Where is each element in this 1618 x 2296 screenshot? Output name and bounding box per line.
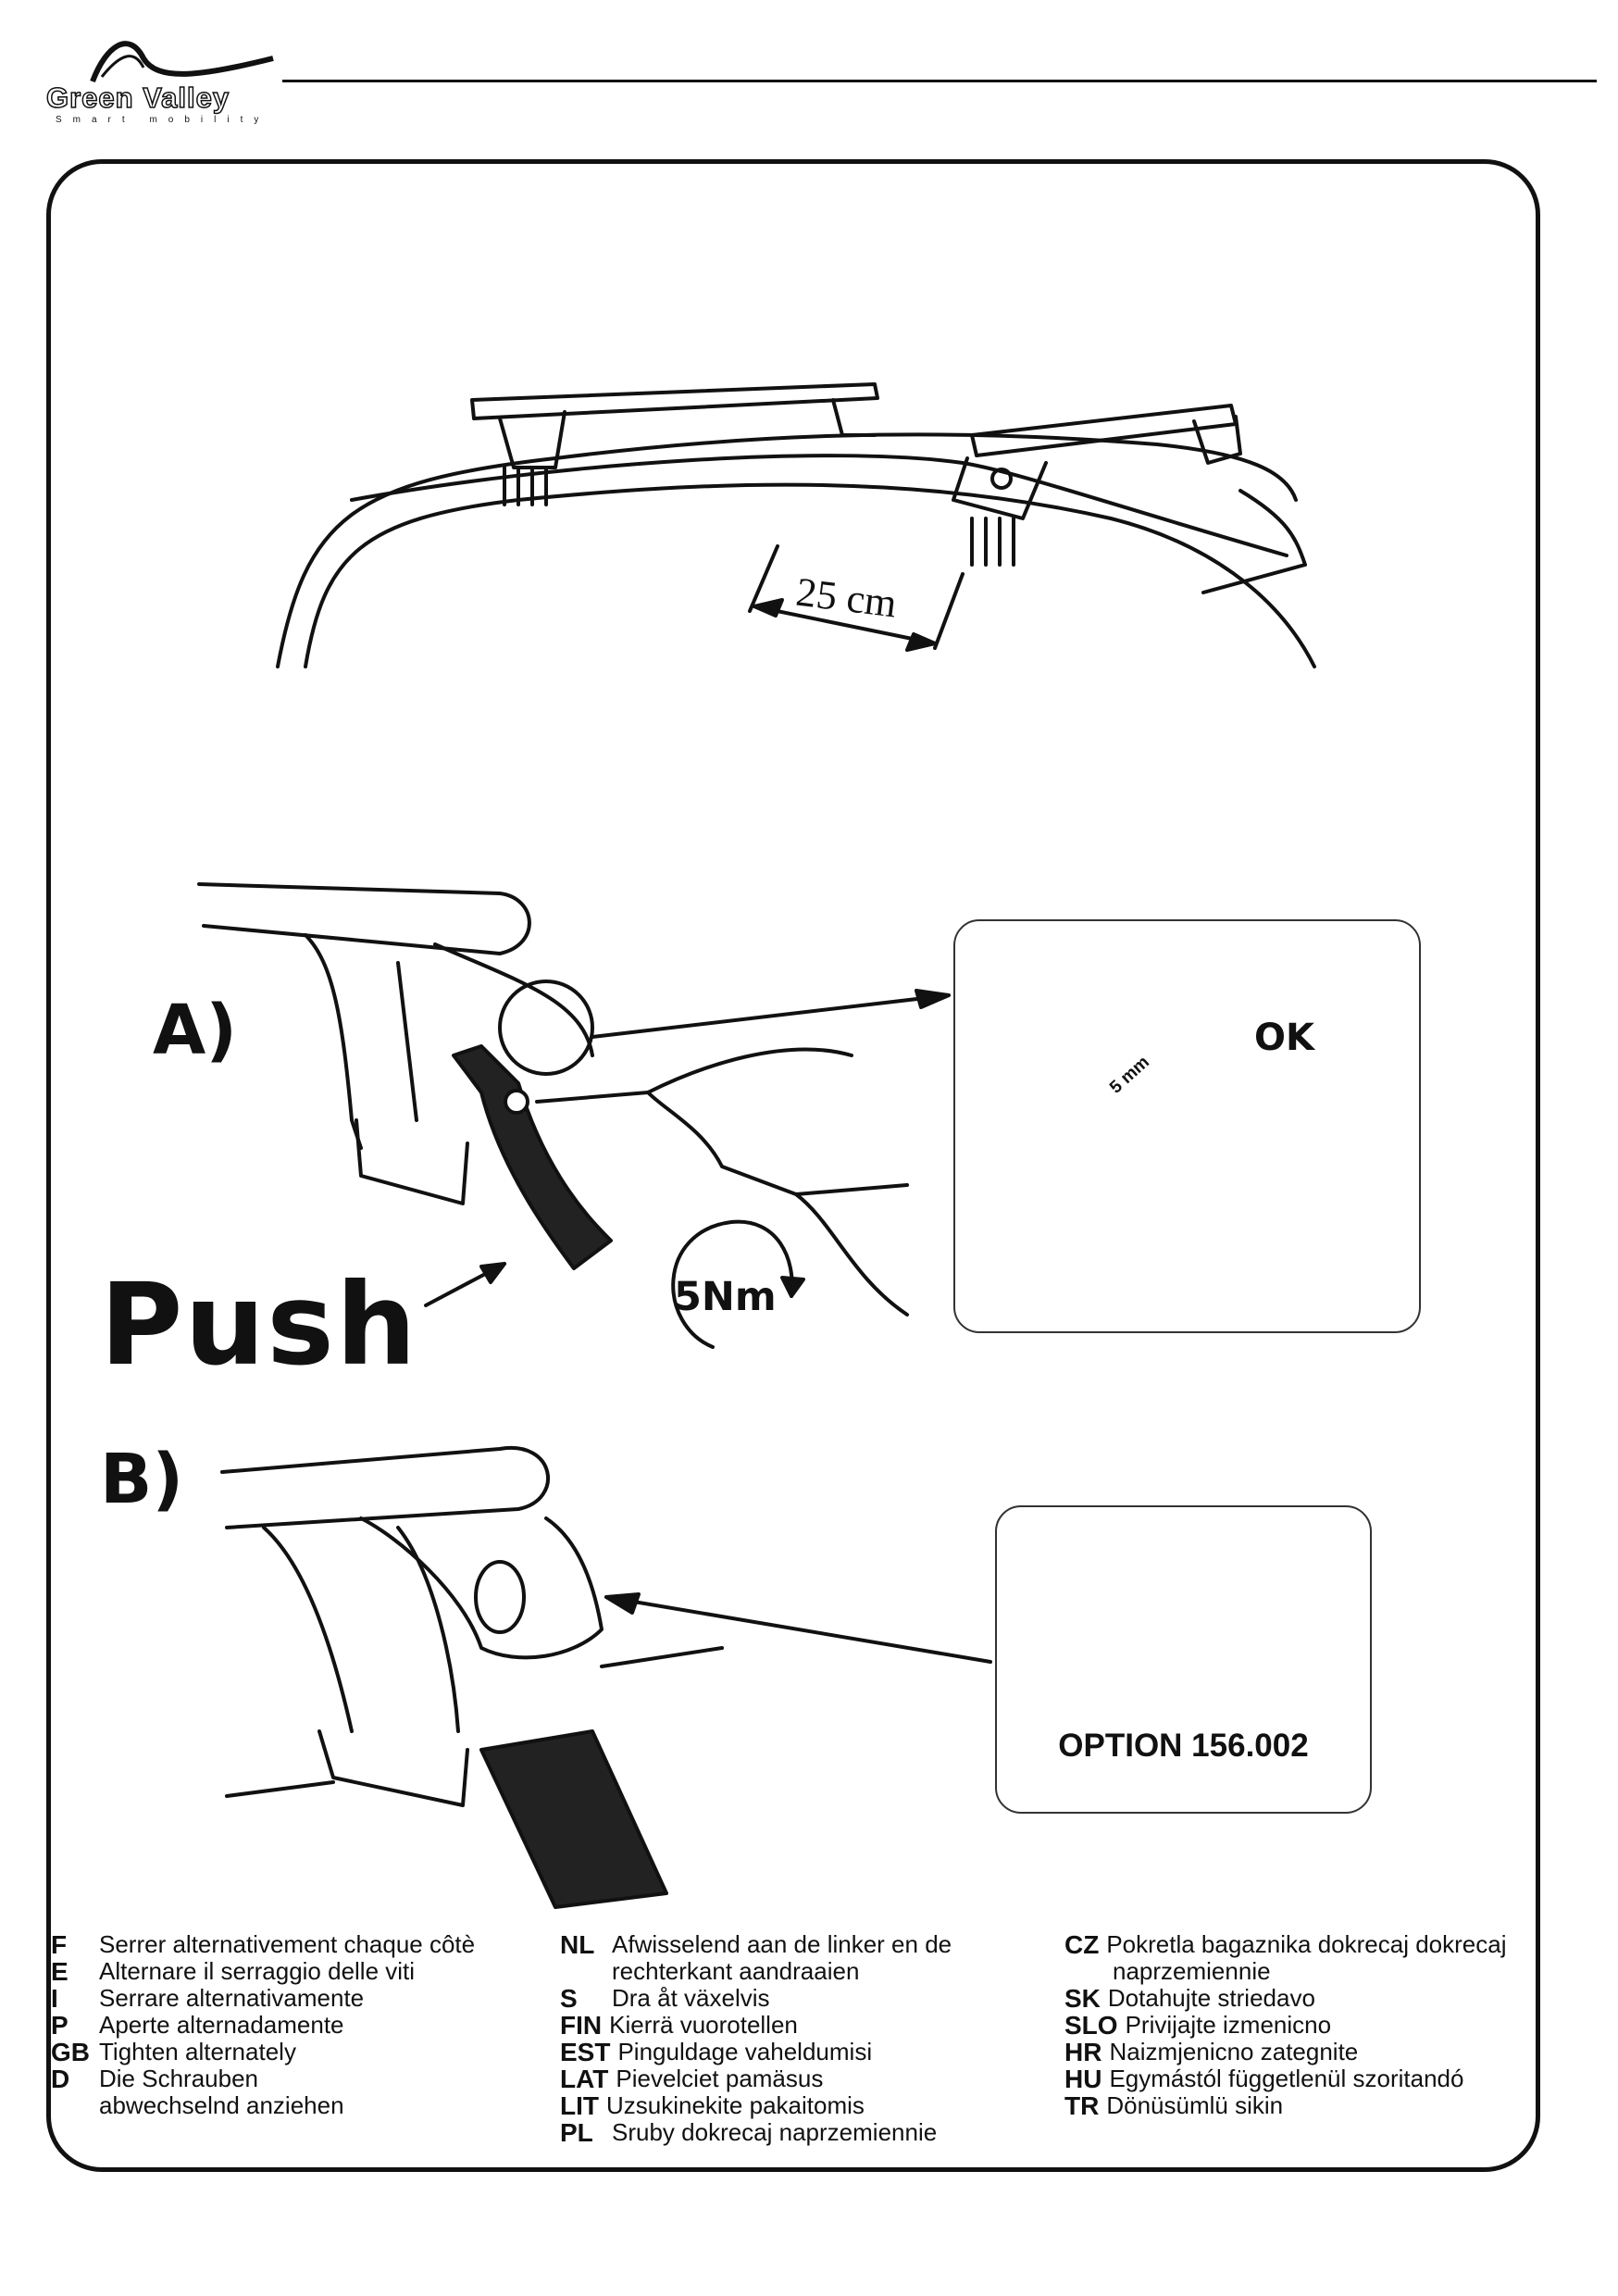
instruction-row: I Serrare alternativamente [51,1984,475,2013]
lang-code: E [51,1957,68,1986]
lang-code: P [51,2011,68,2040]
inset-b-option [995,1505,1372,1814]
inset-a-detail [953,919,1421,1333]
instruction-row: abwechselnd anziehen [51,2092,475,2119]
instruction-text: Aperte alternadamente [99,2011,344,2039]
instruction-row: HR Naizmjenicno zategnite [1064,2038,1506,2066]
instruction-row: S Dra åt växelvis [560,1984,952,2013]
lang-code: PL [560,2118,593,2147]
instruction-text: Serrer alternativement chaque côtè [99,1930,476,1958]
lang-code [1064,1958,1105,1985]
lang-code: TR [1064,2091,1100,2120]
header-rule [282,80,1597,82]
instruction-text: Die Schrauben [99,2065,258,2092]
instruction-row: rechterkant aandraaien [560,1958,952,1985]
lang-code [51,2092,99,2119]
instruction-row: E Alternare il serraggio delle viti [51,1957,475,1986]
instruction-row: PL Sruby dokrecaj naprzemiennie [560,2118,952,2147]
instruction-text: Pievelciet pamäsus [616,2065,824,2092]
lang-code: EST [560,2038,611,2066]
instruction-text: abwechselnd anziehen [99,2091,344,2119]
instruction-text: Naizmjenicno zategnite [1109,2038,1359,2065]
lang-code: HU [1064,2065,1102,2093]
lang-code: F [51,1930,68,1959]
lang-code: SLO [1064,2011,1118,2040]
torque-label: 5Nm [674,1274,777,1320]
step-b-illustration [220,1445,992,1909]
instruction-text: Dönüsümlü sikin [1106,2091,1284,2119]
option-label: OPTION 156.002 [1058,1728,1309,1764]
instruction-row: naprzemiennie [1064,1958,1506,1985]
lang-code: LAT [560,2065,609,2093]
lang-code: LIT [560,2091,599,2120]
instruction-text: Kierrä vuorotellen [609,2011,798,2039]
instruction-text: Dra åt växelvis [612,1984,770,2012]
logo-swoosh-icon [90,41,274,83]
inset-ok-label: OK [1254,1017,1314,1059]
instruction-text: Uzsukinekite pakaitomis [606,2091,865,2119]
instruction-row: HU Egymástól függetlenül szoritandó [1064,2065,1506,2093]
lang-code: CZ [1064,1930,1100,1959]
instruction-text: Serrare alternativamente [99,1984,365,2012]
instructions-col-1: F Serrer alternativement chaque côtè E Al… [51,1931,475,2119]
instruction-text: Pokretla bagaznika dokrecaj dokrecaj [1106,1930,1507,1958]
step-a-letter: A) [153,991,238,1070]
content-frame [46,159,1540,2172]
instruction-text: Privijajte izmenicno [1125,2011,1332,2039]
roof-illustration [276,382,1316,668]
instruction-text: naprzemiennie [1113,1957,1271,1985]
lang-code [560,1958,604,1985]
lang-code: D [51,2065,70,2093]
brand-name: Green Valley [45,81,230,115]
instructions-col-2: NL Afwisselend aan de linker en de rechte… [560,1930,952,2147]
brand-tagline: Smart mobility [56,115,270,125]
lang-code: NL [560,1930,595,1959]
instruction-row: P Aperte alternadamente [51,2011,475,2040]
step-a-illustration [197,882,951,1349]
instruction-row: F Serrer alternativement chaque côtè [51,1930,476,1959]
lang-code: HR [1064,2038,1102,2066]
instruction-text: rechterkant aandraaien [612,1957,860,1985]
lang-code: SK [1064,1984,1101,2013]
instruction-row: NL Afwisselend aan de linker en de [560,1930,952,1959]
instruction-row: GB Tighten alternately [51,2038,475,2066]
lang-code: GB [51,2038,90,2066]
instruction-text: Afwisselend aan de linker en de [612,1930,952,1958]
instruction-text: Alternare il serraggio delle viti [99,1957,416,1985]
lang-code: S [560,1984,578,2013]
instruction-text: Egymástól függetlenül szoritandó [1109,2065,1464,2092]
instruction-row: LAT Pievelciet pamäsus [560,2065,952,2093]
push-label: Push [100,1259,418,1391]
instruction-text: Tighten alternately [99,2038,296,2065]
lang-code: I [51,1984,58,2013]
instruction-row: D Die Schrauben [51,2065,475,2093]
brand-logo [42,26,292,132]
instruction-text: Dotahujte striedavo [1107,1984,1315,2012]
step-b-letter: B) [100,1440,184,1519]
instruction-text: Pinguldage vaheldumisi [617,2038,873,2065]
instruction-text: Sruby dokrecaj naprzemiennie [612,2118,938,2146]
lang-code: FIN [560,2011,603,2040]
